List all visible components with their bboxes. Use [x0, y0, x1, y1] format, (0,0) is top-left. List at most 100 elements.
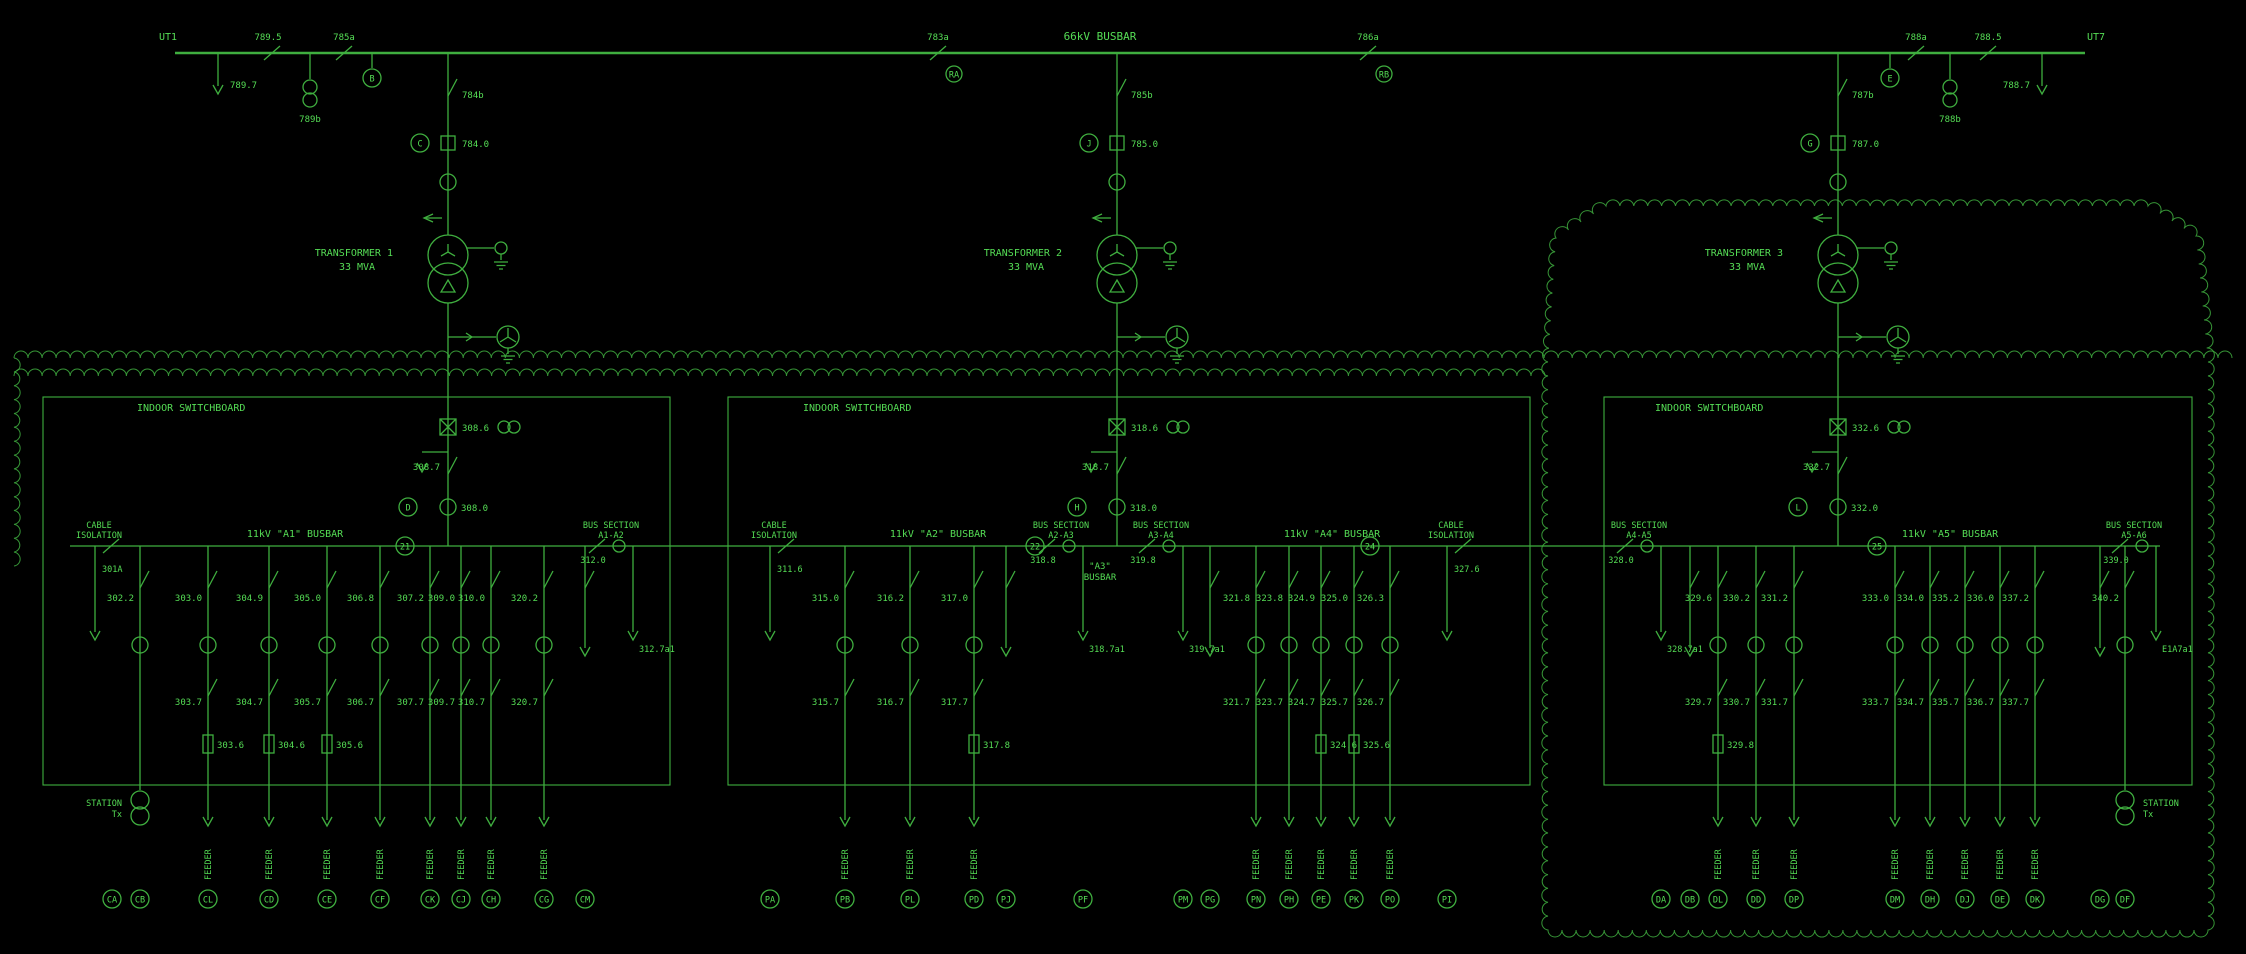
disconnector-icon[interactable]: [2034, 678, 2045, 697]
circuit-id-circle[interactable]: [1311, 889, 1331, 909]
disconnector-icon[interactable]: [1907, 45, 1925, 61]
breaker-icon[interactable]: [1709, 636, 1727, 654]
breaker-icon[interactable]: [131, 636, 149, 654]
disconnector-icon[interactable]: [2124, 570, 2135, 589]
disconnector-icon[interactable]: [1755, 570, 1766, 589]
disconnector-icon[interactable]: [543, 678, 554, 697]
disconnector-icon[interactable]: [2034, 570, 2045, 589]
disconnector-icon[interactable]: [2111, 538, 2129, 554]
breaker-icon[interactable]: [260, 636, 278, 654]
disconnector-icon[interactable]: [1793, 678, 1804, 697]
circuit-id-circle[interactable]: [451, 889, 471, 909]
circuit-id-circle[interactable]: [964, 889, 984, 909]
breaker-icon[interactable]: [452, 636, 470, 654]
disconnector-icon[interactable]: [1116, 78, 1127, 97]
circuit-id-circle[interactable]: [102, 889, 122, 909]
disconnector-icon[interactable]: [268, 570, 279, 589]
disconnector-icon[interactable]: [1964, 678, 1975, 697]
breaker-icon[interactable]: [2026, 636, 2044, 654]
bus-section-breaker[interactable]: [2135, 539, 2149, 553]
circuit-id-circle[interactable]: [534, 889, 554, 909]
breaker-icon[interactable]: [1381, 636, 1399, 654]
bus-section-breaker[interactable]: [1062, 539, 1076, 553]
station-transformer-icon[interactable]: [130, 790, 150, 810]
disconnector-icon[interactable]: [1038, 538, 1056, 554]
disconnector-icon[interactable]: [844, 570, 855, 589]
circuit-id-circle[interactable]: [420, 889, 440, 909]
circuit-id-circle[interactable]: [2115, 889, 2135, 909]
disconnector-icon[interactable]: [909, 678, 920, 697]
disconnector-icon[interactable]: [584, 570, 595, 589]
disconnector-icon[interactable]: [268, 678, 279, 697]
disconnector-icon[interactable]: [929, 45, 947, 61]
circuit-id-circle[interactable]: [1173, 889, 1193, 909]
circuit-id-circle[interactable]: [1680, 889, 1700, 909]
disconnector-icon[interactable]: [1288, 678, 1299, 697]
disconnector-icon[interactable]: [1209, 570, 1220, 589]
disconnector-icon[interactable]: [379, 570, 390, 589]
disconnector-icon[interactable]: [973, 570, 984, 589]
breaker-icon[interactable]: [1785, 636, 1803, 654]
bus-section-breaker[interactable]: [1162, 539, 1176, 553]
circuit-id-circle[interactable]: [317, 889, 337, 909]
breaker-icon[interactable]: [535, 636, 553, 654]
disconnector-icon[interactable]: [1793, 570, 1804, 589]
disconnector-icon[interactable]: [1359, 45, 1377, 61]
disconnector-icon[interactable]: [447, 456, 458, 475]
breaker-icon[interactable]: [1886, 636, 1904, 654]
disconnector-icon[interactable]: [429, 678, 440, 697]
disconnector-icon[interactable]: [777, 538, 795, 554]
circuit-id-circle[interactable]: [370, 889, 390, 909]
circuit-id-circle[interactable]: [900, 889, 920, 909]
breaker-icon[interactable]: [440, 135, 456, 151]
breaker-icon[interactable]: [199, 636, 217, 654]
disconnector-icon[interactable]: [1320, 570, 1331, 589]
transformer-icon[interactable]: [1817, 234, 1859, 276]
circuit-id-circle[interactable]: [130, 889, 150, 909]
circuit-id-circle[interactable]: [1380, 889, 1400, 909]
breaker-icon[interactable]: [1280, 636, 1298, 654]
disconnector-icon[interactable]: [207, 678, 218, 697]
disconnector-icon[interactable]: [102, 538, 120, 554]
circuit-id-circle[interactable]: [996, 889, 1016, 909]
breaker-icon[interactable]: [2116, 636, 2134, 654]
disconnector-icon[interactable]: [588, 538, 606, 554]
station-transformer-icon[interactable]: [130, 806, 150, 826]
disconnector-icon[interactable]: [1894, 678, 1905, 697]
breaker-icon[interactable]: [1991, 636, 2009, 654]
disconnector-icon[interactable]: [263, 45, 281, 61]
disconnector-icon[interactable]: [1894, 570, 1905, 589]
disconnector-icon[interactable]: [1929, 570, 1940, 589]
breaker-icon[interactable]: [1830, 135, 1846, 151]
circuit-id-circle[interactable]: [1200, 889, 1220, 909]
breaker-icon[interactable]: [318, 636, 336, 654]
disconnector-icon[interactable]: [490, 678, 501, 697]
bus-section-breaker[interactable]: [1640, 539, 1654, 553]
disconnector-icon[interactable]: [1717, 678, 1728, 697]
disconnector-icon[interactable]: [543, 570, 554, 589]
disconnector-icon[interactable]: [1116, 456, 1127, 475]
disconnector-icon[interactable]: [1255, 570, 1266, 589]
breaker-icon[interactable]: [482, 636, 500, 654]
disconnector-icon[interactable]: [1353, 678, 1364, 697]
breaker-icon[interactable]: [1345, 636, 1363, 654]
circuit-id-circle[interactable]: [198, 889, 218, 909]
circuit-id-circle[interactable]: [1651, 889, 1671, 909]
disconnector-icon[interactable]: [2099, 570, 2110, 589]
breaker-icon[interactable]: [1921, 636, 1939, 654]
circuit-id-circle[interactable]: [1746, 889, 1766, 909]
station-transformer-icon[interactable]: [2115, 790, 2135, 810]
disconnector-icon[interactable]: [447, 78, 458, 97]
disconnector-icon[interactable]: [1964, 570, 1975, 589]
breaker-icon[interactable]: [1747, 636, 1765, 654]
disconnector-icon[interactable]: [1288, 570, 1299, 589]
circuit-id-circle[interactable]: [835, 889, 855, 909]
circuit-id-circle[interactable]: [1920, 889, 1940, 909]
disconnector-icon[interactable]: [1929, 678, 1940, 697]
disconnector-icon[interactable]: [1389, 678, 1400, 697]
transformer-icon[interactable]: [1817, 262, 1859, 304]
circuit-id-circle[interactable]: [1073, 889, 1093, 909]
circuit-id-circle[interactable]: [1437, 889, 1457, 909]
circuit-id-circle[interactable]: [259, 889, 279, 909]
disconnector-icon[interactable]: [326, 570, 337, 589]
